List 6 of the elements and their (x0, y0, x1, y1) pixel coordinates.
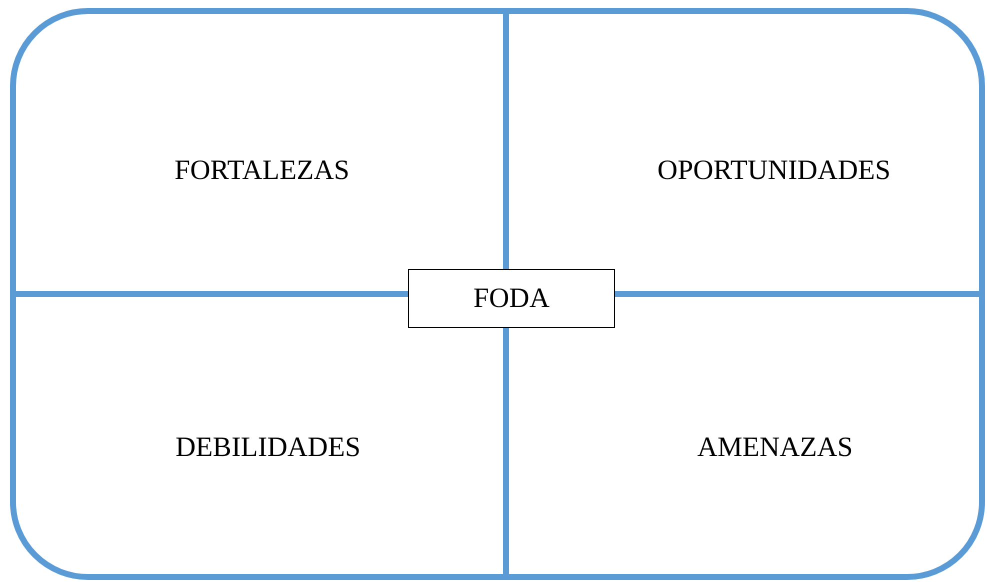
quadrant-label: FORTALEZAS (174, 154, 350, 188)
quadrant-label: DEBILIDADES (175, 431, 361, 465)
quadrant-label: AMENAZAS (697, 431, 853, 465)
title-box: FODA (408, 269, 615, 328)
swot-frame (10, 8, 985, 580)
quadrant-label: OPORTUNIDADES (657, 154, 891, 188)
